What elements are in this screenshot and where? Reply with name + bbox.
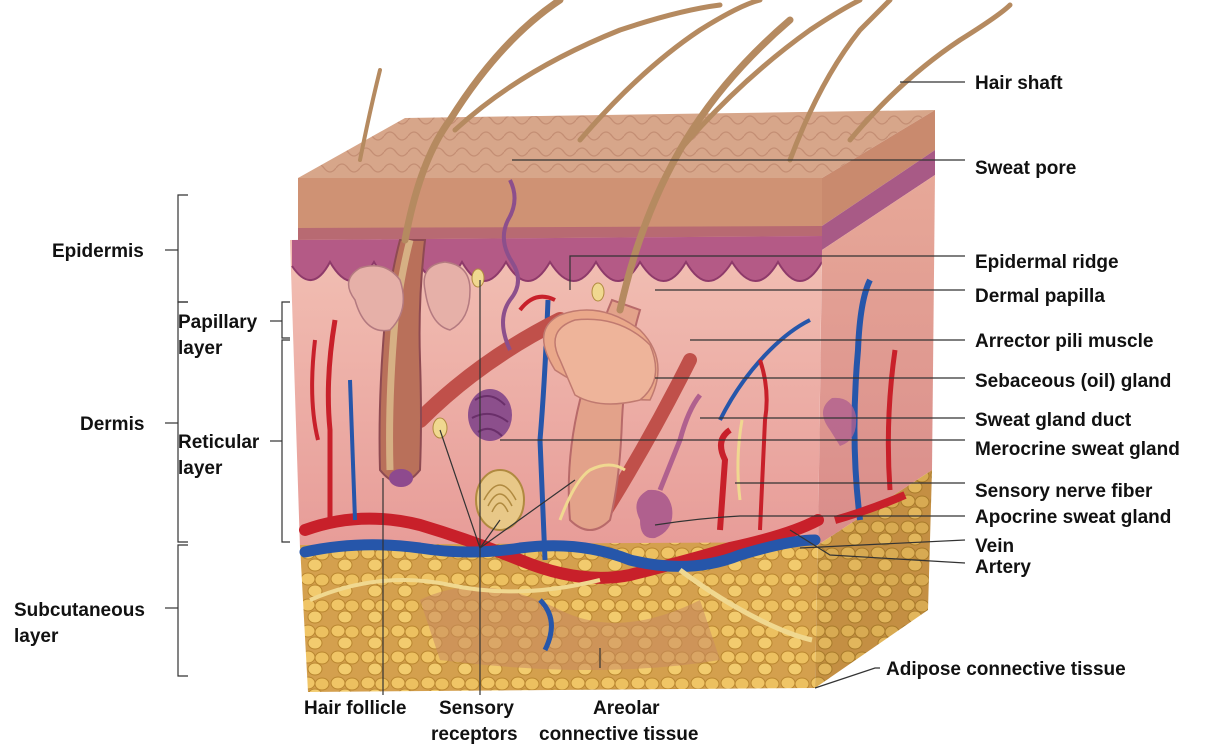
vein-label: Vein xyxy=(975,536,1014,557)
leader-lines xyxy=(382,81,966,695)
blood-vessels xyxy=(299,278,907,652)
merocrine-sweat-gland-label: Merocrine sweat gland xyxy=(975,439,1180,460)
papillary-layer-label-1: Papillary xyxy=(178,312,258,333)
papillary-bracket xyxy=(281,301,290,339)
sensory-nerve-fiber-label: Sensory nerve fiber xyxy=(975,481,1153,502)
subcutaneous-label-2: layer xyxy=(14,626,59,647)
hair-shaft-label: Hair shaft xyxy=(975,73,1063,94)
dermis-layer xyxy=(290,236,822,548)
epidermis-bracket xyxy=(177,194,188,303)
sebaceous-glands xyxy=(347,261,657,405)
epidermal-ridge-label: Epidermal ridge xyxy=(975,252,1119,273)
left-labels: Epidermis Papillary layer Dermis Reticul… xyxy=(14,241,260,647)
sweat-gland-duct-label: Sweat gland duct xyxy=(975,410,1132,431)
dermis-bracket xyxy=(177,301,188,543)
apocrine-sweat-gland-label: Apocrine sweat gland xyxy=(975,507,1171,528)
sebaceous-gland-label: Sebaceous (oil) gland xyxy=(975,371,1171,392)
arrector-pili-muscle-label: Arrector pili muscle xyxy=(975,331,1153,352)
subcutaneous-layer xyxy=(300,542,818,692)
sensory-receptors-label-2: receptors xyxy=(431,724,518,745)
layer-brackets xyxy=(165,194,290,677)
papillary-layer-label-2: layer xyxy=(178,338,223,359)
sweat-pore-label: Sweat pore xyxy=(975,158,1076,179)
artery-label: Artery xyxy=(975,557,1031,578)
reticular-layer-label-2: layer xyxy=(178,458,223,479)
reticular-layer-label-1: Reticular xyxy=(178,432,260,453)
subcutaneous-label-1: Subcutaneous xyxy=(14,600,145,621)
subcutaneous-bracket xyxy=(177,544,188,677)
bottom-labels: Hair follicle Sensory receptors Areolar … xyxy=(304,698,698,745)
epidermis-label: Epidermis xyxy=(52,241,144,262)
adipose-tissue-label: Adipose connective tissue xyxy=(886,659,1126,680)
dermis-label: Dermis xyxy=(80,414,144,435)
skin-side-face xyxy=(815,110,935,688)
sensory-receptors-label-1: Sensory xyxy=(439,698,514,719)
reticular-bracket xyxy=(281,339,290,543)
sensory-receptors xyxy=(432,268,605,531)
areolar-tissue-label-1: Areolar xyxy=(593,698,660,719)
epidermis-layer xyxy=(298,178,822,244)
hair-follicle-label: Hair follicle xyxy=(304,698,406,719)
areolar-tissue-label-2: connective tissue xyxy=(539,724,698,745)
dermal-papilla-label: Dermal papilla xyxy=(975,286,1105,307)
right-labels: Hair shaft Sweat pore Epidermal ridge De… xyxy=(886,73,1180,680)
nerve-fibers xyxy=(309,419,813,643)
